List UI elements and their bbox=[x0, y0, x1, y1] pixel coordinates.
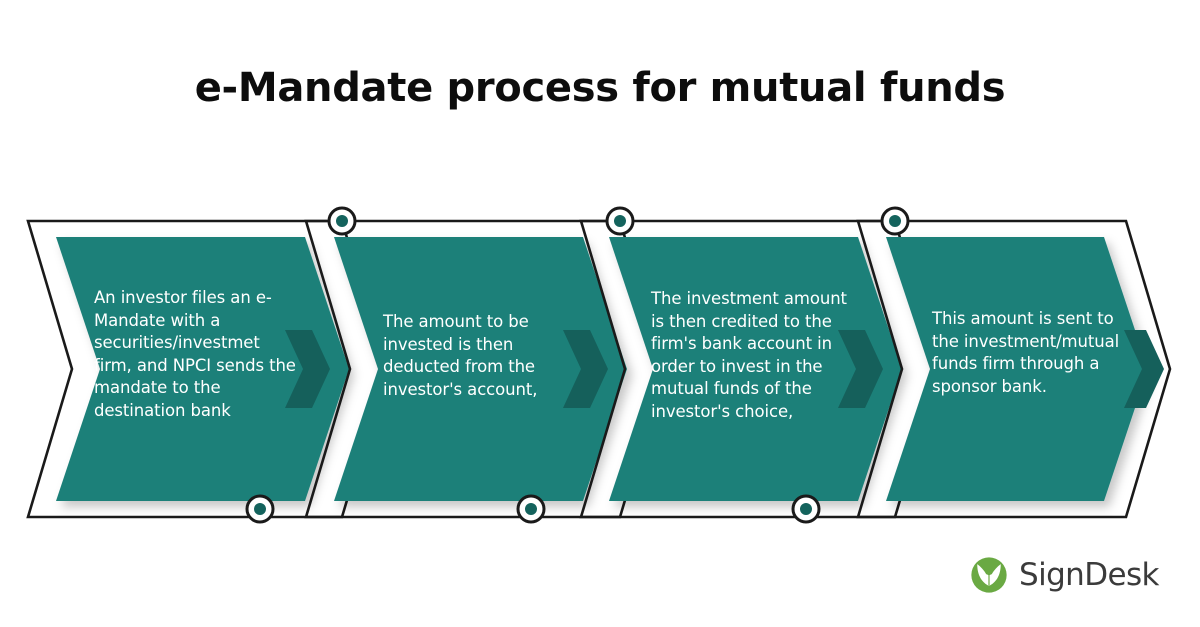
pen-nib-leaf-icon bbox=[971, 557, 1007, 593]
step-3-label: The investment amount is then credited t… bbox=[651, 289, 847, 421]
step-1-chevron bbox=[56, 237, 349, 501]
step-4-group[interactable] bbox=[856, 219, 1172, 519]
connector-marker-top-2 bbox=[605, 206, 635, 236]
connector-marker-bottom-1 bbox=[245, 494, 275, 524]
step-2-chevron bbox=[334, 237, 627, 501]
step-1-label: An investor files an e-Mandate with a se… bbox=[94, 288, 296, 420]
connector-marker-bottom-3 bbox=[791, 494, 821, 524]
connector-marker-top-1 bbox=[327, 206, 357, 236]
step-2-label: The amount to be invested is then deduct… bbox=[383, 312, 538, 399]
step-1-inner-notch-icon bbox=[285, 330, 330, 408]
step-3-inner-notch-icon bbox=[838, 330, 883, 408]
connector-marker-top-3 bbox=[880, 206, 910, 236]
step-4-outline-chevron bbox=[856, 219, 1172, 519]
page-title: e-Mandate process for mutual funds bbox=[194, 65, 1006, 111]
brand-wordmark: SignDesk bbox=[1019, 557, 1159, 593]
step-4-chevron bbox=[886, 237, 1148, 501]
step-4-label: This amount is sent to the investment/mu… bbox=[932, 309, 1120, 396]
step-2-inner-notch-icon bbox=[563, 330, 608, 408]
connector-marker-bottom-2 bbox=[516, 494, 546, 524]
brand-logo: SignDesk bbox=[968, 551, 1159, 599]
step-3-chevron bbox=[609, 237, 902, 501]
step-4-inner-notch-icon bbox=[1124, 330, 1164, 408]
step-2-group[interactable] bbox=[304, 219, 666, 519]
